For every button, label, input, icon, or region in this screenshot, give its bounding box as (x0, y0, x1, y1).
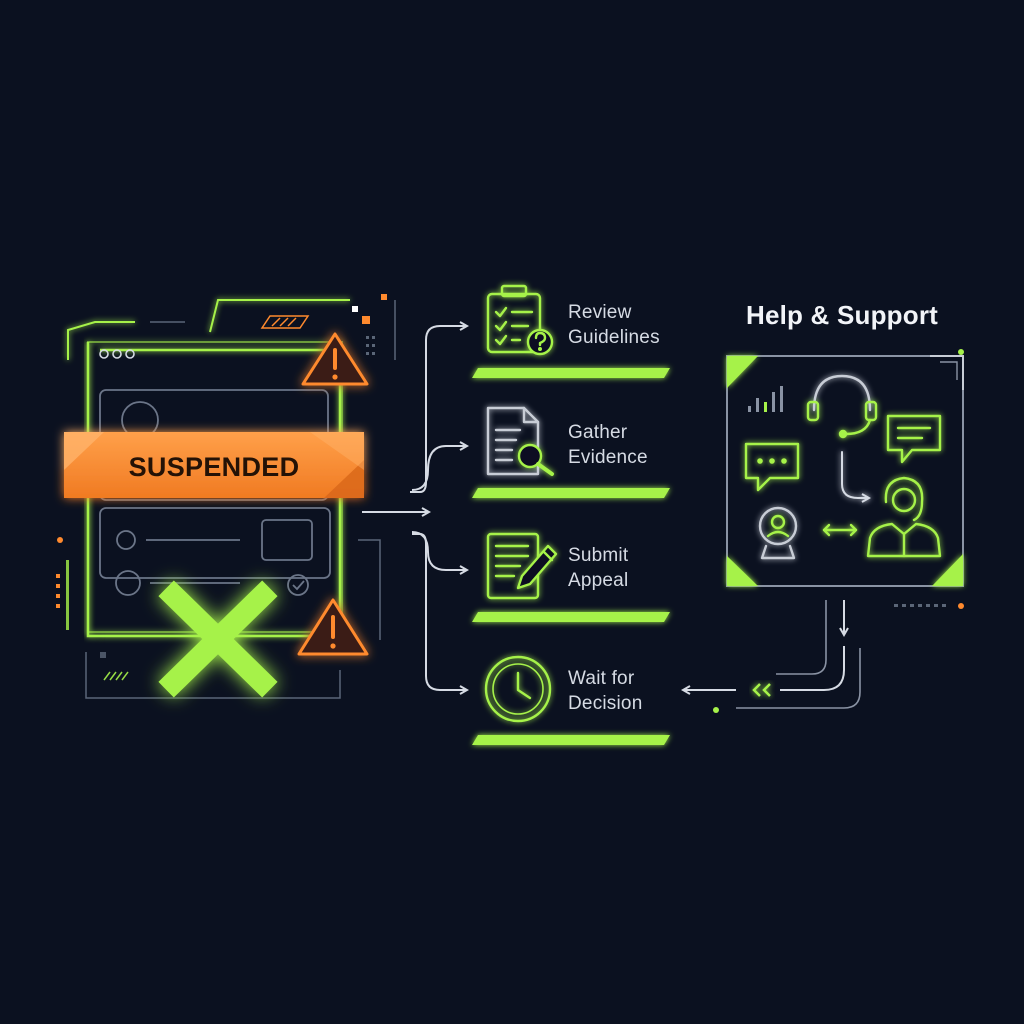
page-skeleton (99, 389, 331, 596)
support-title: Help & Support (745, 300, 938, 330)
step-label-line2: Decision (568, 693, 643, 714)
chevrons-left-icon (752, 683, 771, 697)
warning-icon (301, 332, 369, 386)
suspended-banner (64, 432, 364, 498)
step-wait-for-decision: Wait for Decision (568, 666, 642, 716)
document-pencil-icon (486, 532, 558, 600)
rejected-x-icon (158, 580, 278, 698)
step-submit-appeal: Submit Appeal (568, 543, 628, 593)
headset-icon (806, 374, 878, 439)
arrow-connector (411, 446, 466, 491)
signal-bars (748, 386, 783, 412)
swap-arrows-icon (822, 523, 858, 537)
step-label-line2: Appeal (568, 570, 629, 591)
step-underlines (472, 368, 670, 745)
flow-connectors (362, 326, 466, 690)
document-magnifier-icon (486, 406, 554, 476)
hatch-tag (260, 315, 310, 329)
step-label-line2: Evidence (568, 447, 648, 468)
user-avatar-icon (866, 476, 942, 558)
clock-icon (484, 655, 552, 723)
return-connector (684, 600, 844, 690)
step-label-line1: Review (568, 302, 632, 323)
chat-bubble-icon (744, 442, 800, 492)
suspended-account-panel (56, 294, 396, 699)
step-label-line1: Wait for (568, 668, 635, 689)
warning-icon (297, 598, 369, 656)
arrow-connector (841, 451, 868, 498)
clipboard-checklist-icon (486, 284, 554, 356)
step-label-line2: Guidelines (568, 327, 660, 348)
suspended-banner-text: SUSPENDED (128, 451, 300, 482)
arrow-connector (412, 533, 466, 690)
speech-bubble-icon (886, 414, 942, 464)
step-review-guidelines: Review Guidelines (568, 300, 660, 350)
arrow-connector (411, 531, 466, 570)
window-dots (99, 349, 135, 359)
arrow-connector (410, 326, 466, 493)
agent-avatar-icon (758, 506, 798, 560)
step-label-line1: Gather (568, 422, 628, 443)
step-label-line1: Submit (568, 545, 629, 566)
help-support-panel (684, 349, 964, 713)
step-gather-evidence: Gather Evidence (568, 420, 648, 470)
